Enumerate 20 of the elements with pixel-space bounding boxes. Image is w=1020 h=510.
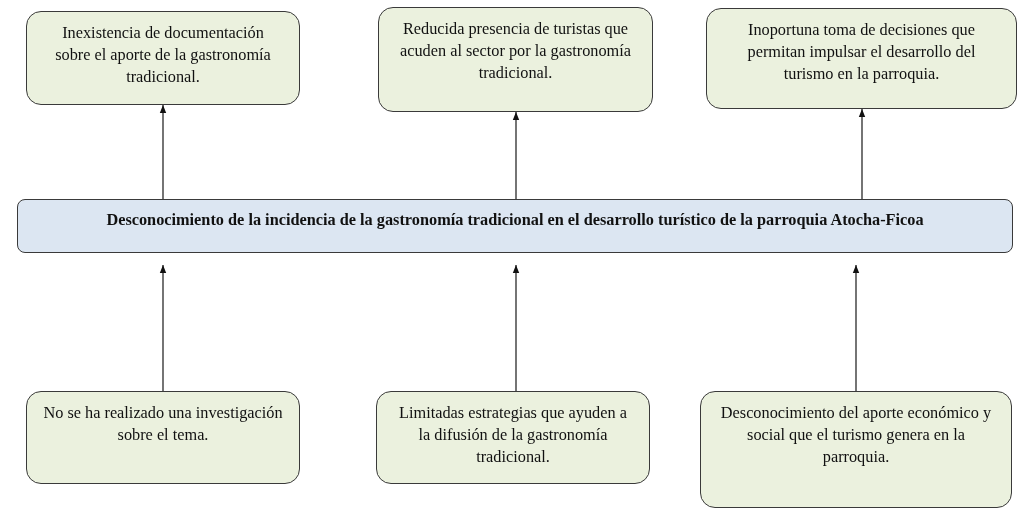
cause-box (26, 391, 300, 484)
arrow (512, 111, 520, 200)
box-text: Inexistencia de documentación sobre el aporte de la gastronomía tradicional. (54, 22, 272, 88)
arrow (512, 264, 520, 392)
box-text: Desconocimiento de la incidencia de la gastronomía tradicional en el desarrollo turístico de la parroquia Atocha-Ficoa (105, 209, 925, 231)
box-text: Inoportuna toma de decisiones que permitan impulsar el desarrollo del turismo en la parroquia. (746, 19, 977, 85)
arrow (159, 104, 167, 200)
effect-box (26, 11, 300, 105)
cause-box (700, 391, 1012, 508)
arrow (159, 264, 167, 392)
arrow (852, 264, 860, 392)
central-problem-box (17, 199, 1013, 253)
arrow (858, 108, 866, 200)
effect-box (706, 8, 1017, 109)
effect-box (378, 7, 653, 112)
box-text: Limitadas estrategias que ayuden a la difusión de la gastronomía tradicional. (398, 402, 628, 468)
box-text: No se ha realizado una investigación sobre el tema. (42, 402, 284, 446)
box-text: Reducida presencia de turistas que acuden al sector por la gastronomía tradicional. (399, 18, 632, 84)
cause-box (376, 391, 650, 484)
box-text: Desconocimiento del aporte económico y social que el turismo genera en la parroquia. (719, 402, 993, 468)
